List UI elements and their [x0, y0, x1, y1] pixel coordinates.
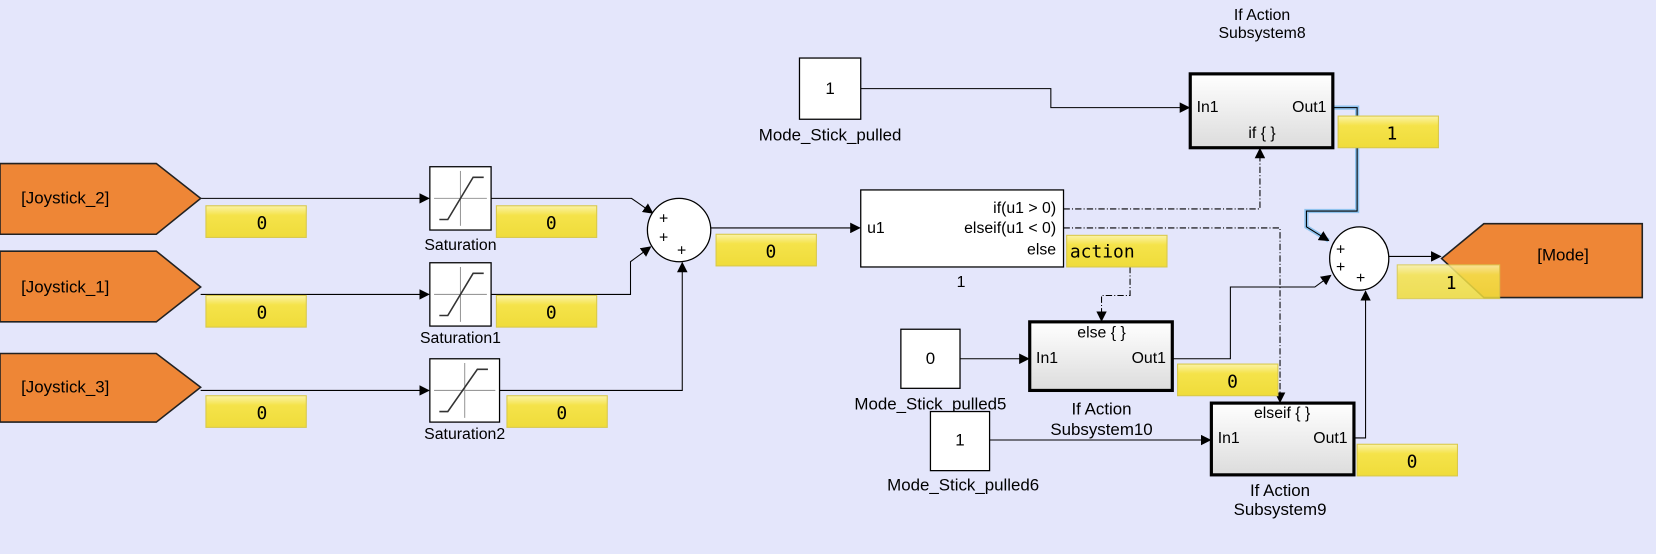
- from-block-joystick-1[interactable]: [Joystick_1]: [0, 250, 202, 323]
- display-value: 0: [546, 213, 557, 234]
- display-joystick-3[interactable]: 0: [205, 395, 307, 428]
- display-saturation2[interactable]: 0: [506, 395, 608, 428]
- block-name: Saturation: [424, 237, 496, 254]
- from-block-joystick-3[interactable]: [Joystick_3]: [0, 352, 202, 423]
- display-value: 0: [766, 241, 777, 262]
- wire-constant-subsystem8[interactable]: [860, 88, 1191, 113]
- out-port-label: Out1: [1313, 430, 1348, 447]
- block-name: Mode_Stick_pulled6: [887, 476, 1039, 495]
- block-name: Mode_Stick_pulled: [759, 125, 902, 144]
- action-port-label: if { }: [1248, 125, 1275, 142]
- saturation2-block[interactable]: Saturation2: [424, 358, 505, 443]
- display-value: 1: [1446, 273, 1457, 294]
- plus-sign: +: [659, 211, 668, 228]
- wire-saturation-sum[interactable]: [491, 197, 654, 214]
- display-joystick-1[interactable]: 0: [205, 294, 307, 328]
- block-name-line1: If Action: [1234, 7, 1290, 24]
- block-name-line2: Subsystem10: [1050, 420, 1152, 439]
- plus-sign: +: [1356, 270, 1365, 287]
- display-if-action[interactable]: action: [1066, 234, 1168, 268]
- sum2-block[interactable]: + + +: [1329, 226, 1390, 291]
- if-input-port: u1: [867, 220, 885, 237]
- plus-sign: +: [677, 242, 686, 259]
- display-value: action: [1070, 241, 1135, 262]
- if-condition: if(u1 > 0): [993, 200, 1056, 217]
- from-block-label: [Joystick_2]: [21, 189, 109, 208]
- display-mode[interactable]: 1: [1396, 264, 1501, 300]
- in-port-label: In1: [1197, 99, 1219, 116]
- if-block[interactable]: u1 if(u1 > 0) elseif(u1 < 0) else 1: [860, 189, 1065, 291]
- display-value: 1: [1387, 123, 1398, 144]
- out-port-label: Out1: [1292, 99, 1327, 116]
- in-port-label: In1: [1036, 350, 1058, 367]
- display-subsystem8[interactable]: 1: [1337, 115, 1439, 149]
- saturation-icon: [439, 176, 484, 221]
- block-name-line2: Subsystem8: [1219, 25, 1306, 42]
- from-block-label: [Joystick_3]: [21, 378, 109, 397]
- constant-mode-stick-pulled6[interactable]: 1 Mode_Stick_pulled6: [887, 410, 1039, 495]
- plus-sign: +: [1336, 259, 1345, 276]
- constant-mode-stick-pulled[interactable]: 1 Mode_Stick_pulled: [759, 57, 902, 144]
- goto-block-label: [Mode]: [1537, 246, 1589, 265]
- from-block-joystick-2[interactable]: [Joystick_2]: [0, 162, 202, 236]
- constant-mode-stick-pulled5[interactable]: 0 Mode_Stick_pulled5: [854, 328, 1006, 413]
- display-saturation1[interactable]: 0: [495, 294, 598, 328]
- block-name: 1: [957, 274, 966, 291]
- wire-subsystem8-sum2[interactable]: [1305, 107, 1358, 242]
- action-port-label: else { }: [1077, 325, 1125, 342]
- block-name: Mode_Stick_pulled5: [854, 394, 1006, 413]
- action-wire-else[interactable]: [1096, 266, 1131, 322]
- plus-sign: +: [659, 230, 668, 247]
- block-name: Saturation2: [424, 426, 505, 443]
- display-subsystem9[interactable]: 0: [1356, 443, 1458, 477]
- plus-sign: +: [1336, 241, 1345, 258]
- display-value: 0: [257, 303, 268, 324]
- else-condition: else: [1027, 241, 1056, 258]
- block-name-line2: Subsystem9: [1234, 500, 1327, 519]
- display-value: 0: [556, 403, 567, 424]
- block-name-line1: If Action: [1250, 481, 1310, 500]
- action-port-label: elseif { }: [1254, 405, 1310, 422]
- sum-block[interactable]: + + +: [646, 197, 712, 263]
- saturation-icon: [439, 272, 484, 317]
- block-name-line1: If Action: [1071, 400, 1131, 419]
- wire-saturation1-sum[interactable]: [491, 246, 652, 295]
- saturation1-block[interactable]: Saturation1: [420, 262, 501, 347]
- elseif-condition: elseif(u1 < 0): [964, 220, 1056, 237]
- constant-value: 0: [926, 349, 935, 368]
- if-action-subsystem8[interactable]: If Action Subsystem8 In1 Out1 if { }: [1188, 7, 1335, 150]
- in-port-label: In1: [1218, 430, 1240, 447]
- display-value: 0: [1227, 371, 1238, 392]
- if-action-subsystem10[interactable]: else { } In1 Out1 If Action Subsystem10: [1028, 320, 1174, 439]
- wire-subsystem9-sum2[interactable]: [1353, 290, 1371, 439]
- display-value: 0: [546, 303, 557, 324]
- wire-saturation2-sum[interactable]: [499, 261, 688, 391]
- if-action-subsystem9[interactable]: elseif { } In1 Out1 If Action Subsystem9: [1209, 401, 1356, 519]
- constant-value: 1: [825, 79, 834, 98]
- display-value: 0: [257, 213, 268, 234]
- display-subsystem10[interactable]: 0: [1177, 363, 1279, 397]
- display-value: 0: [1407, 451, 1418, 472]
- block-name: Saturation1: [420, 330, 501, 347]
- display-joystick-2[interactable]: 0: [205, 205, 307, 238]
- saturation-block[interactable]: Saturation: [424, 166, 497, 254]
- signal-wires: [200, 88, 1442, 446]
- display-saturation[interactable]: 0: [495, 205, 598, 238]
- action-wire-if[interactable]: [1063, 147, 1266, 210]
- display-sum[interactable]: 0: [715, 233, 817, 267]
- out-port-label: Out1: [1132, 350, 1167, 367]
- display-value: 0: [257, 403, 268, 424]
- action-wire-elseif[interactable]: [1063, 227, 1286, 404]
- wire-subsystem10-sum2[interactable]: [1172, 274, 1332, 360]
- from-block-label: [Joystick_1]: [21, 277, 109, 296]
- saturation-icon: [439, 368, 488, 413]
- constant-value: 1: [955, 430, 964, 449]
